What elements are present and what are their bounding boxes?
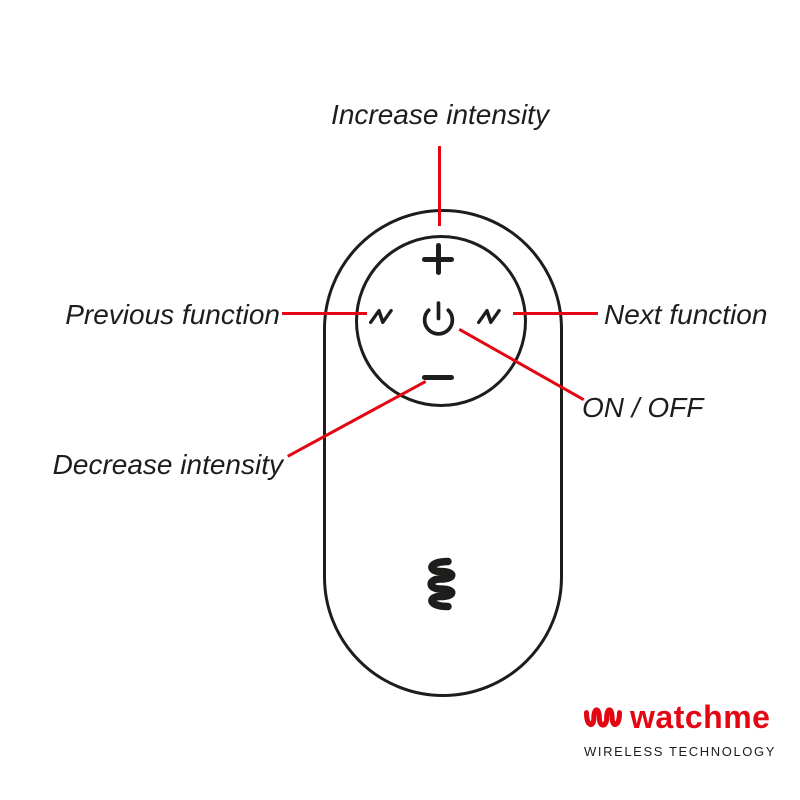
previous-function-button[interactable]	[367, 303, 401, 329]
next-function-button[interactable]	[475, 303, 509, 329]
watchme-scribble-icon	[581, 698, 625, 742]
watchme-mark-icon	[408, 554, 468, 614]
minus-icon	[422, 361, 454, 393]
wave-left-icon	[369, 306, 399, 327]
decrease-intensity-button[interactable]	[418, 357, 458, 397]
label-on-off: ON / OFF	[582, 392, 704, 423]
wave-right-icon	[477, 306, 507, 327]
label-decrease-intensity: Decrease intensity	[52, 449, 283, 480]
brand-wordmark: watchme	[630, 699, 771, 735]
annotation-line-increase	[438, 146, 441, 226]
label-increase-intensity: Increase intensity	[331, 99, 549, 130]
plus-icon	[422, 243, 454, 275]
label-previous-function: Previous function	[65, 299, 280, 330]
brand-tagline: WIRELESS TECHNOLOGY	[584, 744, 776, 759]
increase-intensity-button[interactable]	[418, 239, 458, 279]
power-button[interactable]	[418, 298, 458, 338]
annotation-line-next	[513, 312, 598, 315]
label-next-function: Next function	[604, 299, 768, 330]
annotation-line-previous	[282, 312, 367, 315]
power-icon	[420, 300, 457, 337]
